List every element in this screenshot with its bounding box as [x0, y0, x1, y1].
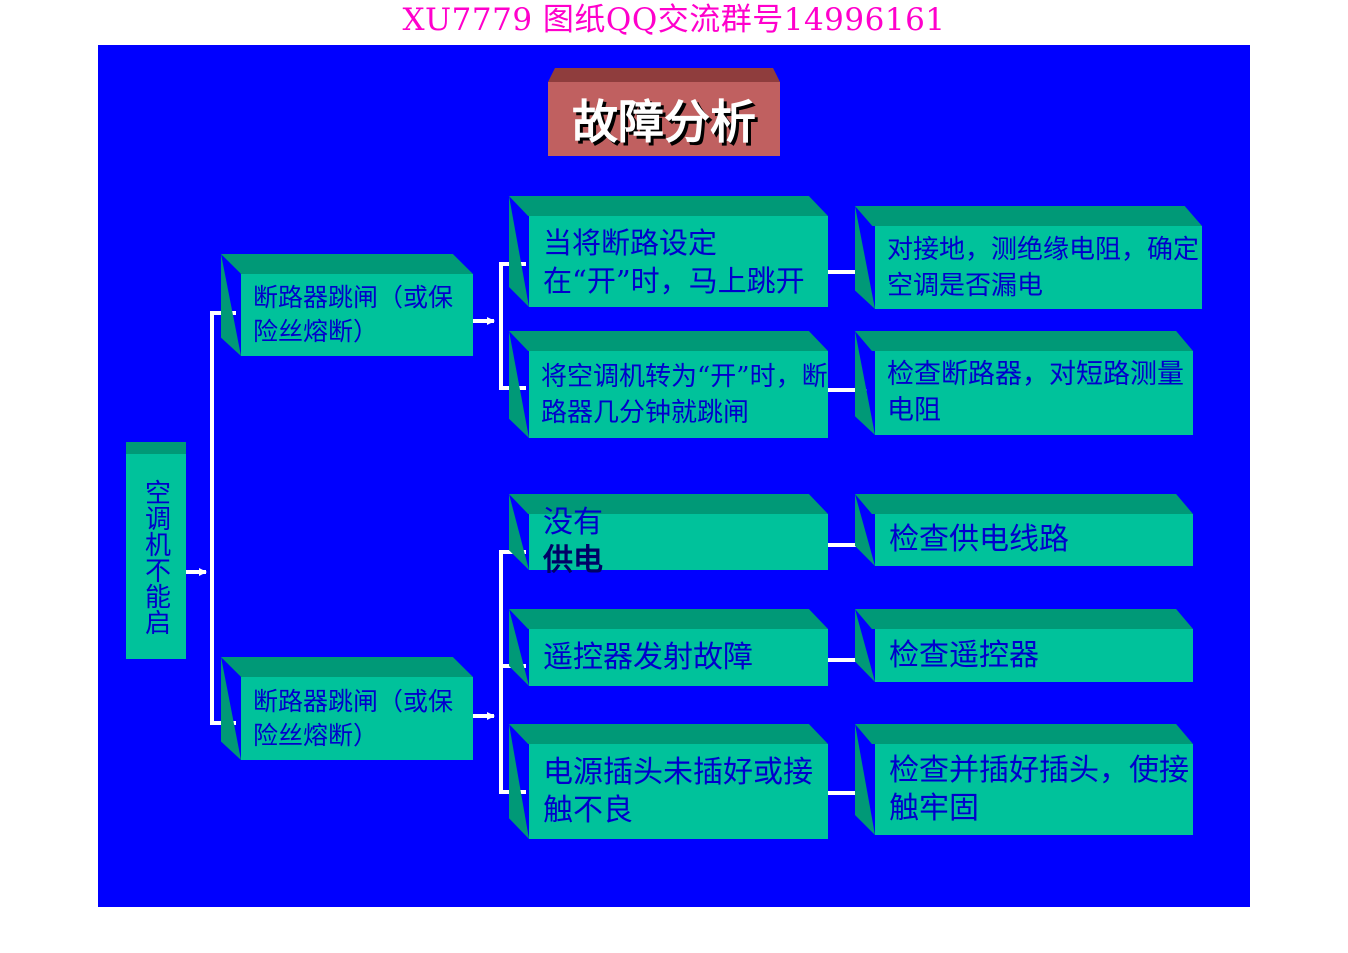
action-box-1: 对接地，测绝缘电阻，确定空调是否漏电	[855, 206, 1202, 309]
cause-label-5: 电源插头未插好或接触不良	[543, 754, 813, 828]
cause-box-1: 当将断路设定在“开”时，马上跳开	[509, 196, 828, 307]
action-label-1: 对接地，测绝缘电阻，确定空调是否漏电	[887, 234, 1200, 301]
action-box-3: 检查供电线路	[855, 494, 1193, 566]
action-box-5: 检查并插好插头，使接触牢固	[855, 724, 1193, 835]
level1-box-bottom: 断路器跳闸（或保险丝熔断）	[221, 657, 473, 760]
cause-label-3-bold: 供电	[543, 543, 603, 578]
cause-label-3-plain: 没有	[543, 505, 603, 540]
cause-box-5: 电源插头未插好或接触不良	[509, 724, 828, 839]
cause-label-4: 遥控器发射故障	[543, 639, 753, 675]
root-box: 空调机不能启	[126, 442, 186, 659]
cause-box-2: 将空调机转为“开”时，断路器几分钟就跳闸	[509, 331, 828, 438]
action-box-4: 检查遥控器	[855, 609, 1193, 682]
cause-label-2: 将空调机转为“开”时，断路器几分钟就跳闸	[541, 361, 828, 428]
cause-box-4: 遥控器发射故障	[509, 609, 828, 686]
action-label-3: 检查供电线路	[889, 522, 1069, 557]
level1-label-bottom: 断路器跳闸（或保险丝熔断）	[253, 686, 454, 750]
action-label-2: 检查断路器，对短路测量电阻	[887, 359, 1184, 426]
level1-label-top: 断路器跳闸（或保险丝熔断）	[253, 283, 454, 346]
action-box-2: 检查断路器，对短路测量电阻	[855, 331, 1193, 435]
root-label: 空调机不能启	[140, 478, 171, 635]
cause-label-1: 当将断路设定在“开”时，马上跳开	[543, 225, 805, 298]
cause-label-3: 没有供电	[543, 504, 603, 580]
title-box: 故障分析	[548, 68, 780, 156]
action-label-4: 检查遥控器	[889, 637, 1039, 673]
level1-box-top: 断路器跳闸（或保险丝熔断）	[221, 254, 473, 356]
cause-box-3: 没有供电	[509, 494, 828, 578]
action-label-5: 检查并插好插头，使接触牢固	[889, 752, 1189, 826]
page-title: 故障分析	[572, 95, 756, 149]
watermark-text: XU7779 图纸QQ交流群号14996161	[402, 2, 946, 38]
